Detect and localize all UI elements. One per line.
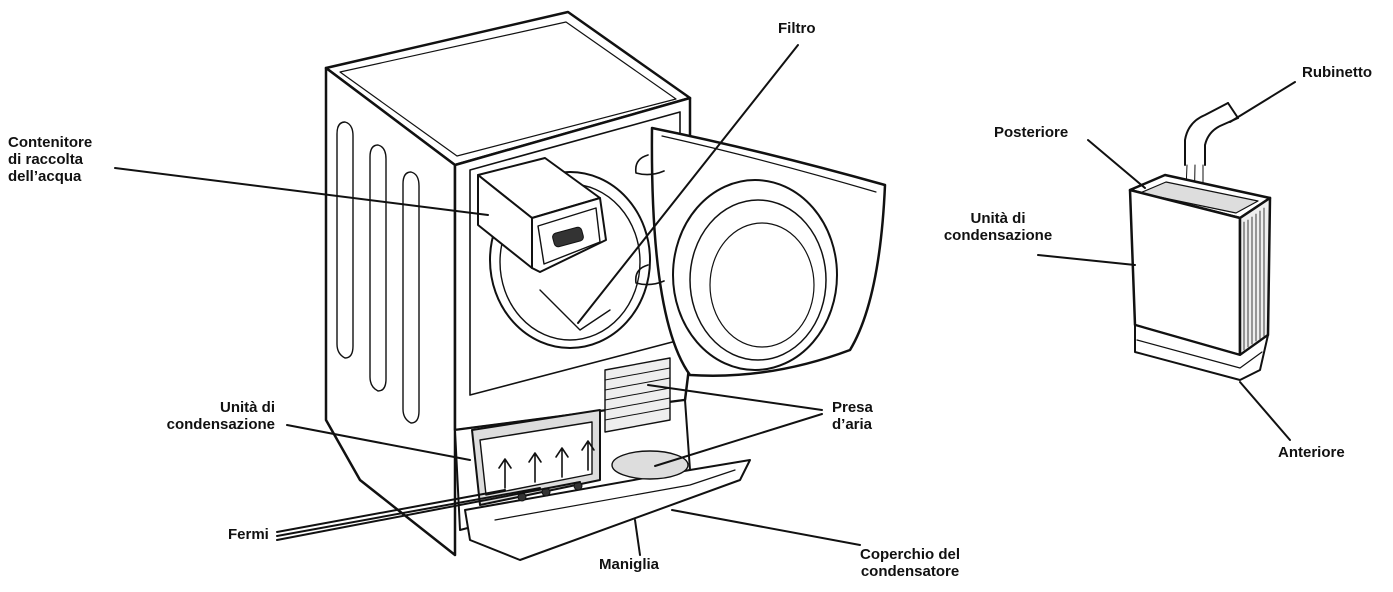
leader-contenitore: [114, 167, 489, 216]
leader-fermi-3: [276, 481, 581, 541]
label-presa: Presa d’aria: [832, 399, 873, 433]
label-unita-left: Unità di condensazione: [166, 399, 275, 433]
leader-unita-left: [286, 424, 471, 461]
dryer-illustration: [324, 10, 751, 561]
condenser-unit-detail: [1128, 102, 1272, 381]
dryer-door: [634, 126, 887, 377]
label-maniglia: Maniglia: [599, 556, 660, 573]
leader-maniglia: [634, 519, 641, 556]
condenser-unit-installed: [471, 409, 601, 506]
leader-presa-2: [654, 413, 823, 467]
leader-coperchio: [671, 509, 861, 546]
leader-fermi-2: [276, 487, 541, 537]
leader-posteriore: [1087, 139, 1146, 189]
label-rubinetto: Rubinetto: [1302, 64, 1372, 81]
label-coperchio: Coperchio del condensatore: [859, 546, 960, 580]
leader-lines: [114, 44, 1296, 556]
air-intake-grille: [604, 357, 671, 433]
label-contenitore: Contenitore di raccolta dell’acqua: [8, 134, 93, 185]
water-container: [477, 157, 607, 273]
leader-unita-right: [1037, 254, 1136, 266]
label-anteriore: Anteriore: [1278, 444, 1345, 461]
leader-fermi-1: [276, 489, 506, 533]
leader-filtro: [577, 44, 799, 324]
label-posteriore: Posteriore: [994, 124, 1069, 141]
label-fermi: Fermi: [228, 526, 269, 543]
label-filtro: Filtro: [778, 20, 816, 37]
leader-anteriore: [1239, 381, 1291, 441]
label-unita-right: Unità di condensazione: [943, 210, 1053, 244]
leader-rubinetto: [1229, 81, 1296, 123]
leader-presa-1: [647, 384, 823, 411]
